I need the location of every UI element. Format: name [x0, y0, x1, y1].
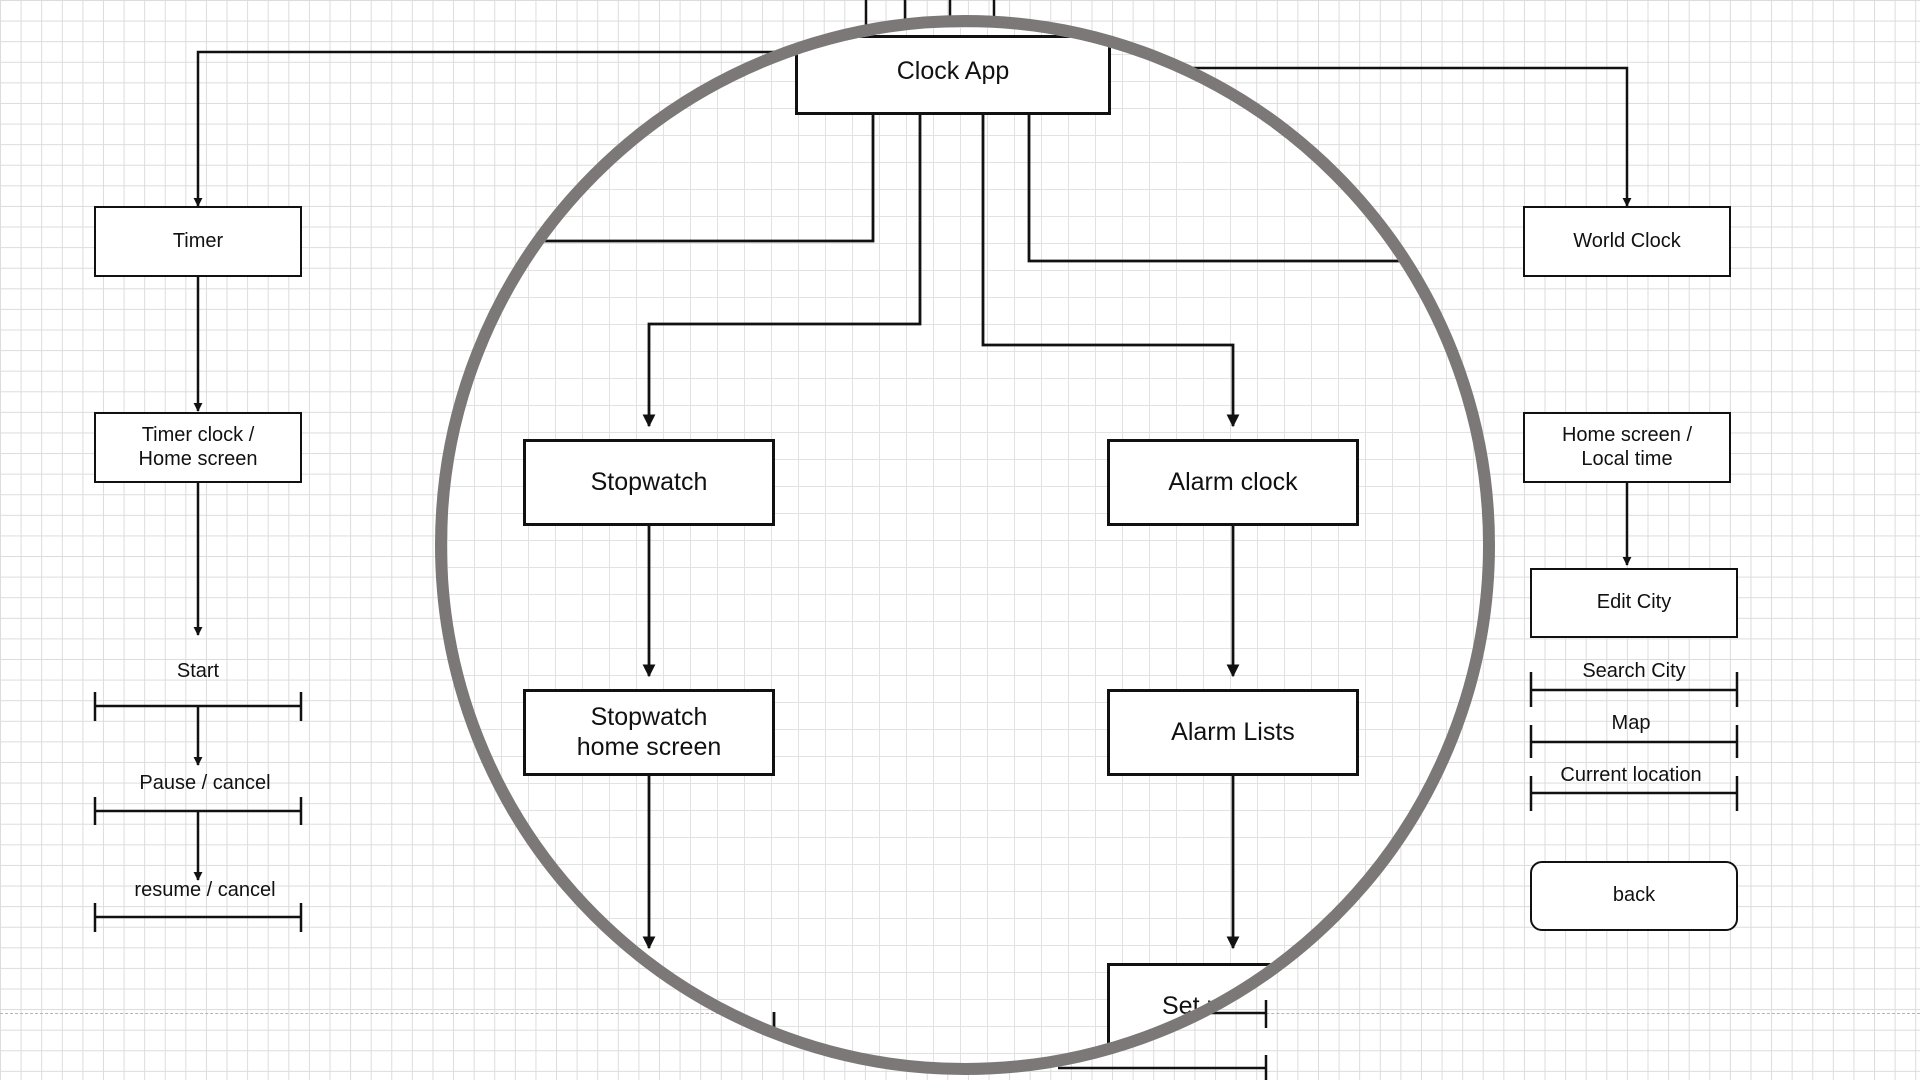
bracket-map — [1529, 725, 1739, 758]
lens-edge-left-branch — [447, 95, 875, 243]
action-pause-cancel: Pause / cancel — [139, 772, 271, 794]
option-map: Map — [1611, 712, 1651, 734]
node-alarm-lists-label: Alarm Lists — [1171, 717, 1295, 746]
node-world-home[interactable]: Home screen / Local time — [1523, 412, 1731, 483]
node-timer[interactable]: Timer — [94, 206, 302, 277]
node-timer-home-line2: Home screen — [138, 447, 258, 470]
node-world-clock-label: World Clock — [1573, 229, 1681, 252]
node-back-label: back — [1612, 884, 1656, 907]
edge-root-worldclock — [1180, 66, 1632, 207]
bracket-resume — [93, 903, 303, 932]
magnifier-lens: Clock App Stopwatch Stopwatch home scree… — [435, 15, 1495, 1075]
node-edit-city[interactable]: Edit City — [1530, 568, 1738, 638]
bracket-start — [93, 692, 303, 721]
action-start: Start — [176, 660, 220, 682]
node-edit-city-label: Edit City — [1596, 591, 1672, 614]
node-world-home-text: Home screen / Local time — [1562, 424, 1692, 471]
node-stopwatch-home-line2: home screen — [576, 732, 722, 761]
lens-edge-alarm — [981, 95, 1240, 428]
node-alarm-clock-label: Alarm clock — [1168, 467, 1298, 496]
node-stopwatch-home[interactable]: Stopwatch home screen — [523, 689, 775, 776]
lens-edge-stopwatch — [642, 95, 922, 428]
node-stopwatch[interactable]: Stopwatch — [523, 439, 775, 526]
node-timer-home[interactable]: Timer clock / Home screen — [94, 412, 302, 483]
option-current-location: Current location — [1560, 764, 1702, 786]
node-stopwatch-label: Stopwatch — [590, 467, 708, 496]
node-setup-partial[interactable]: Set up — [1107, 963, 1359, 1050]
node-stopwatch-home-line1: Stopwatch — [590, 703, 708, 731]
label-snooze-partial: Snooze — [1115, 1057, 1183, 1075]
bracket-pause — [93, 797, 303, 825]
node-clock-app[interactable]: Clock App — [795, 35, 1111, 115]
node-timer-home-text: Timer clock / Home screen — [139, 424, 258, 471]
node-timer-home-line1: Timer clock / — [141, 423, 255, 446]
magnifier-edges — [447, 95, 1483, 1063]
bracket-current-location — [1529, 776, 1739, 811]
lens-edge-right-branch — [1027, 95, 1483, 263]
node-setup-partial-label: Set up — [1162, 991, 1235, 1020]
node-world-home-line1: Home screen / — [1561, 423, 1693, 446]
option-search-city: Search City — [1582, 660, 1686, 682]
action-resume-cancel: resume / cancel — [134, 879, 276, 901]
bracket-search-city — [1529, 672, 1739, 707]
node-timer-label: Timer — [172, 229, 224, 252]
node-clock-app-label: Clock App — [896, 56, 1010, 85]
node-stopwatch-home-text: Stopwatch home screen — [577, 703, 722, 762]
node-alarm-lists[interactable]: Alarm Lists — [1107, 689, 1359, 776]
node-back[interactable]: back — [1530, 861, 1738, 931]
edge-root-timer — [193, 50, 780, 207]
node-world-home-line2: Local time — [1581, 447, 1673, 470]
node-alarm-clock[interactable]: Alarm clock — [1107, 439, 1359, 526]
node-world-clock[interactable]: World Clock — [1523, 206, 1731, 277]
